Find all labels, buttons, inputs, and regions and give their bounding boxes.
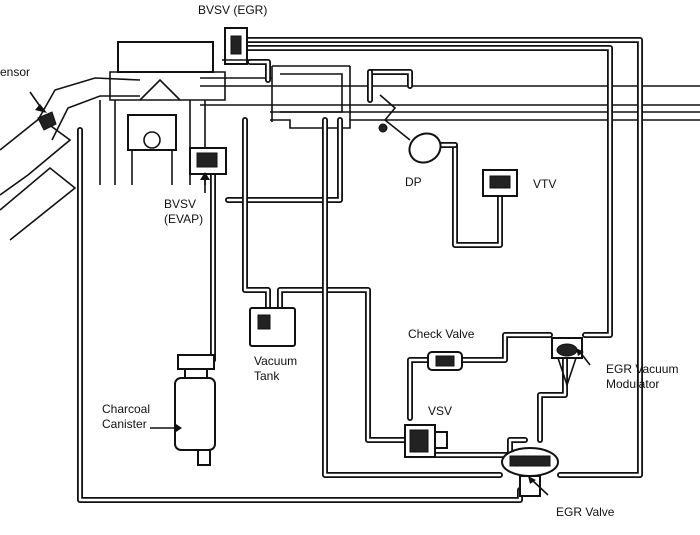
- egr-vacuum-modulator: [551, 337, 583, 388]
- dp-diaphragm: [378, 94, 442, 164]
- vsv: [404, 424, 448, 458]
- label-egr-vacuum-modulator-line2: Modulator: [606, 377, 659, 391]
- vacuum-hoses: [77, 37, 643, 503]
- label-charcoal-canister-line1: Charcoal: [102, 402, 150, 416]
- vtv: [482, 169, 518, 197]
- leader-arrows: [150, 172, 591, 496]
- label-vacuum-tank-line2: Tank: [254, 369, 280, 383]
- label-egr-vacuum-modulator-line1: EGR Vacuum: [606, 362, 678, 376]
- label-vtv: VTV: [533, 177, 556, 191]
- label-bvsv-evap-line2: (EVAP): [164, 212, 203, 226]
- label-bvsv-evap-line1: BVSV: [164, 197, 196, 211]
- bvsv-evap: [189, 147, 227, 175]
- bvsv-egr: [222, 27, 250, 65]
- label-dp: DP: [405, 175, 422, 189]
- label-sensor: ensor: [0, 65, 30, 79]
- vacuum-tank: [249, 307, 296, 347]
- check-valve: [427, 351, 463, 371]
- label-vsv: VSV: [428, 404, 452, 418]
- label-bvsv-egr: BVSV (EGR): [198, 3, 267, 17]
- label-vacuum-tank-line1: Vacuum: [254, 354, 297, 368]
- egr-valve: [501, 447, 559, 497]
- label-charcoal-canister-line2: Canister: [102, 417, 147, 431]
- label-egr-valve: EGR Valve: [556, 505, 615, 519]
- engine-intake-assembly: [0, 41, 700, 241]
- charcoal-canister: [174, 354, 216, 466]
- label-check-valve: Check Valve: [408, 327, 475, 341]
